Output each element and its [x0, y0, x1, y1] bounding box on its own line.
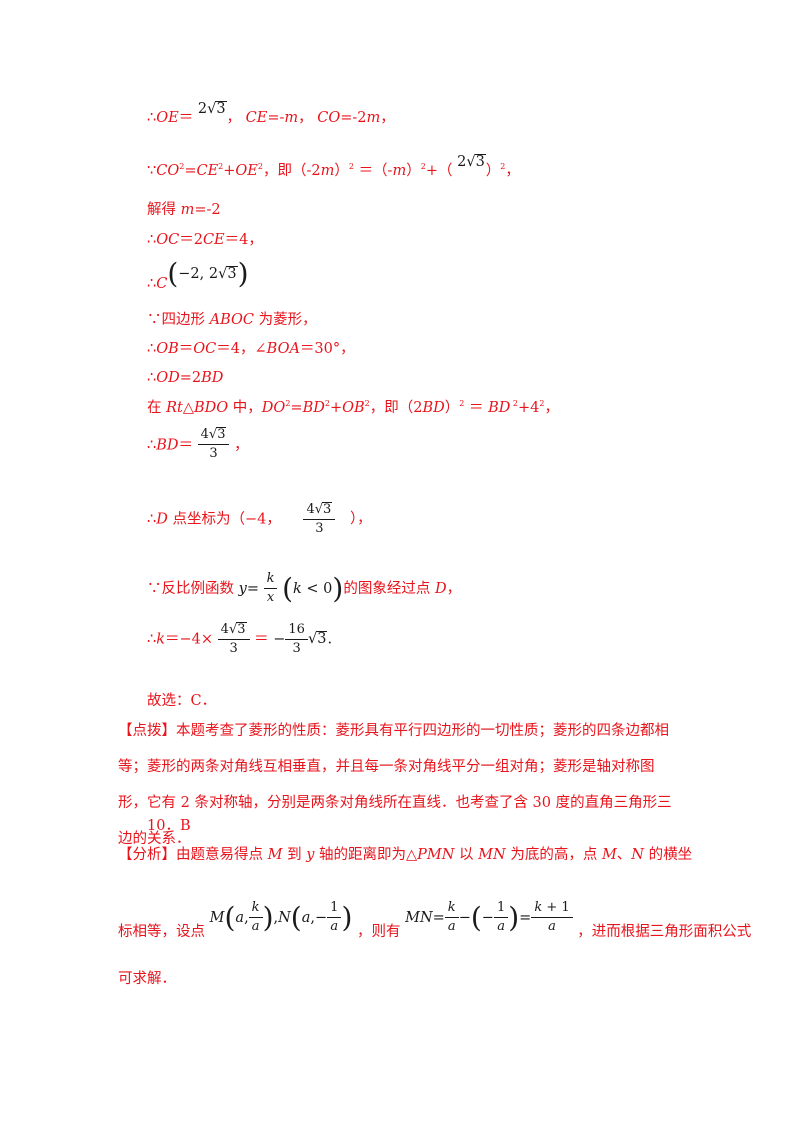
question-10-answer: 10．B — [147, 818, 191, 834]
line-oe: ∴OE＝ 2√3， CE=-m， CO=-2m， — [147, 101, 395, 126]
analysis-line-3: 可求解． — [118, 971, 176, 987]
analysis-line-1: 【分析】由题意易得点 M 到 y 轴的距离即为△PMN 以 MN 为底的高，点 … — [118, 847, 693, 863]
line-ob-oc: ∴OB＝OC＝4，∠BOA＝30°， — [147, 341, 355, 357]
line-c-coord: ∴C(−2, 2√3) — [147, 257, 249, 292]
line-answer: 故选：C． — [147, 693, 217, 709]
line-solve-m: 解得 m=-2 — [147, 202, 221, 218]
line-rt-bdo: 在 Rt△BDO 中，DO2=BD2+OB2，即（2BD）2 ＝ BD 2+42… — [147, 399, 559, 416]
line-od: ∴OD=2BD — [147, 370, 224, 386]
line-co-squared: ∵CO2=CE2+OE2，即（-2m）2 ＝（-m）2+（ 2√3）2， — [147, 154, 520, 179]
line-rhombus: ∵四边形 ABOC 为菱形， — [147, 312, 317, 328]
tip-paragraph: 【点拨】本题考查了菱形的性质：菱形具有平行四边形的一切性质；菱形的四条边都相等；… — [118, 723, 672, 847]
line-oc: ∴OC＝2CE＝4， — [147, 232, 263, 248]
